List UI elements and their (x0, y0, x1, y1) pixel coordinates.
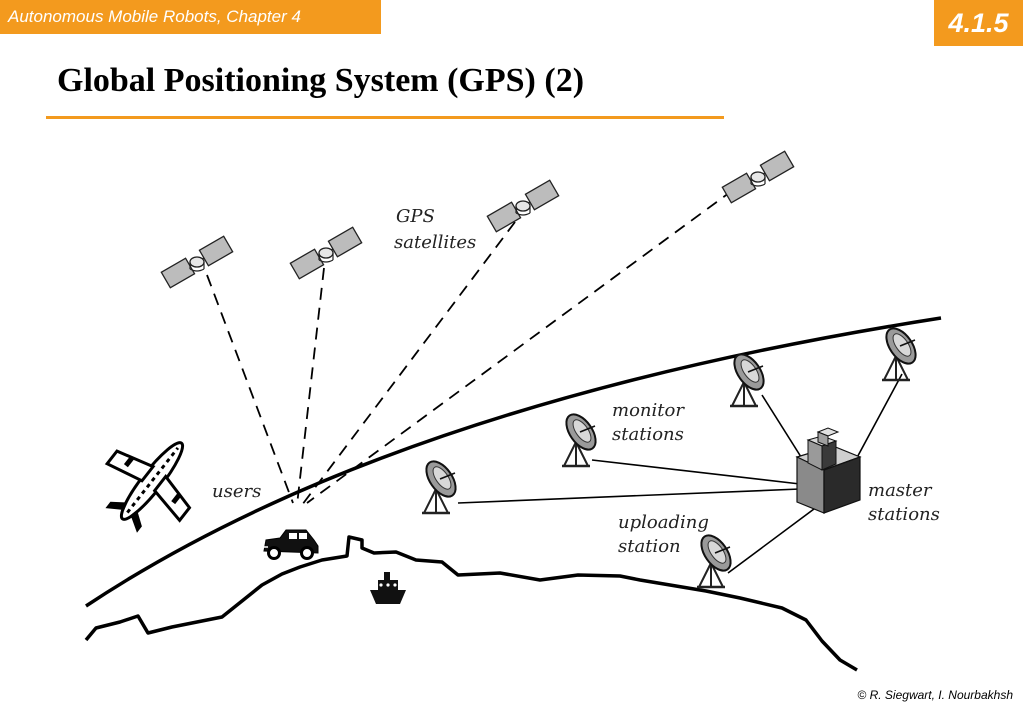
page-title: Global Positioning System (GPS) (2) (57, 62, 585, 99)
master-label-line1: master (868, 480, 933, 501)
car-icon (262, 529, 319, 560)
earth-horizon (85, 316, 942, 608)
users-label: users (212, 481, 261, 502)
station-links (457, 373, 903, 574)
gps-label-line1: GPS (396, 206, 435, 227)
section-number-badge: 4.1.5 (934, 0, 1023, 46)
coastline (84, 535, 858, 672)
master-label-line2: stations (868, 504, 940, 525)
copyright-credit: © R. Siegwart, I. Nourbakhsh (857, 688, 1013, 702)
satellite-dish-icon (559, 408, 603, 468)
satellite-icon (160, 235, 234, 289)
monitor-label-line2: stations (612, 424, 684, 445)
satellite-signal-lines (206, 189, 734, 506)
satellite-icon (486, 179, 560, 233)
uploading-label-line2: station (618, 536, 681, 557)
gps-label-line2: satellites (394, 232, 476, 253)
diagram-labels: GPS satellites users monitor stations up… (212, 206, 940, 557)
uploading-label-line1: uploading (618, 512, 709, 533)
course-banner: Autonomous Mobile Robots, Chapter 4 (0, 0, 381, 34)
monitor-label-line1: monitor (612, 400, 685, 421)
title-underline (46, 116, 724, 119)
satellite-icon (289, 226, 363, 280)
satellite-icon (721, 150, 795, 204)
satellite-dish-icon (694, 529, 738, 589)
airplane-icon (104, 441, 192, 533)
satellite-dish-icon (419, 455, 463, 515)
ship-icon (370, 572, 406, 604)
building-icon (795, 427, 862, 514)
satellite-dish-icon (879, 322, 923, 382)
